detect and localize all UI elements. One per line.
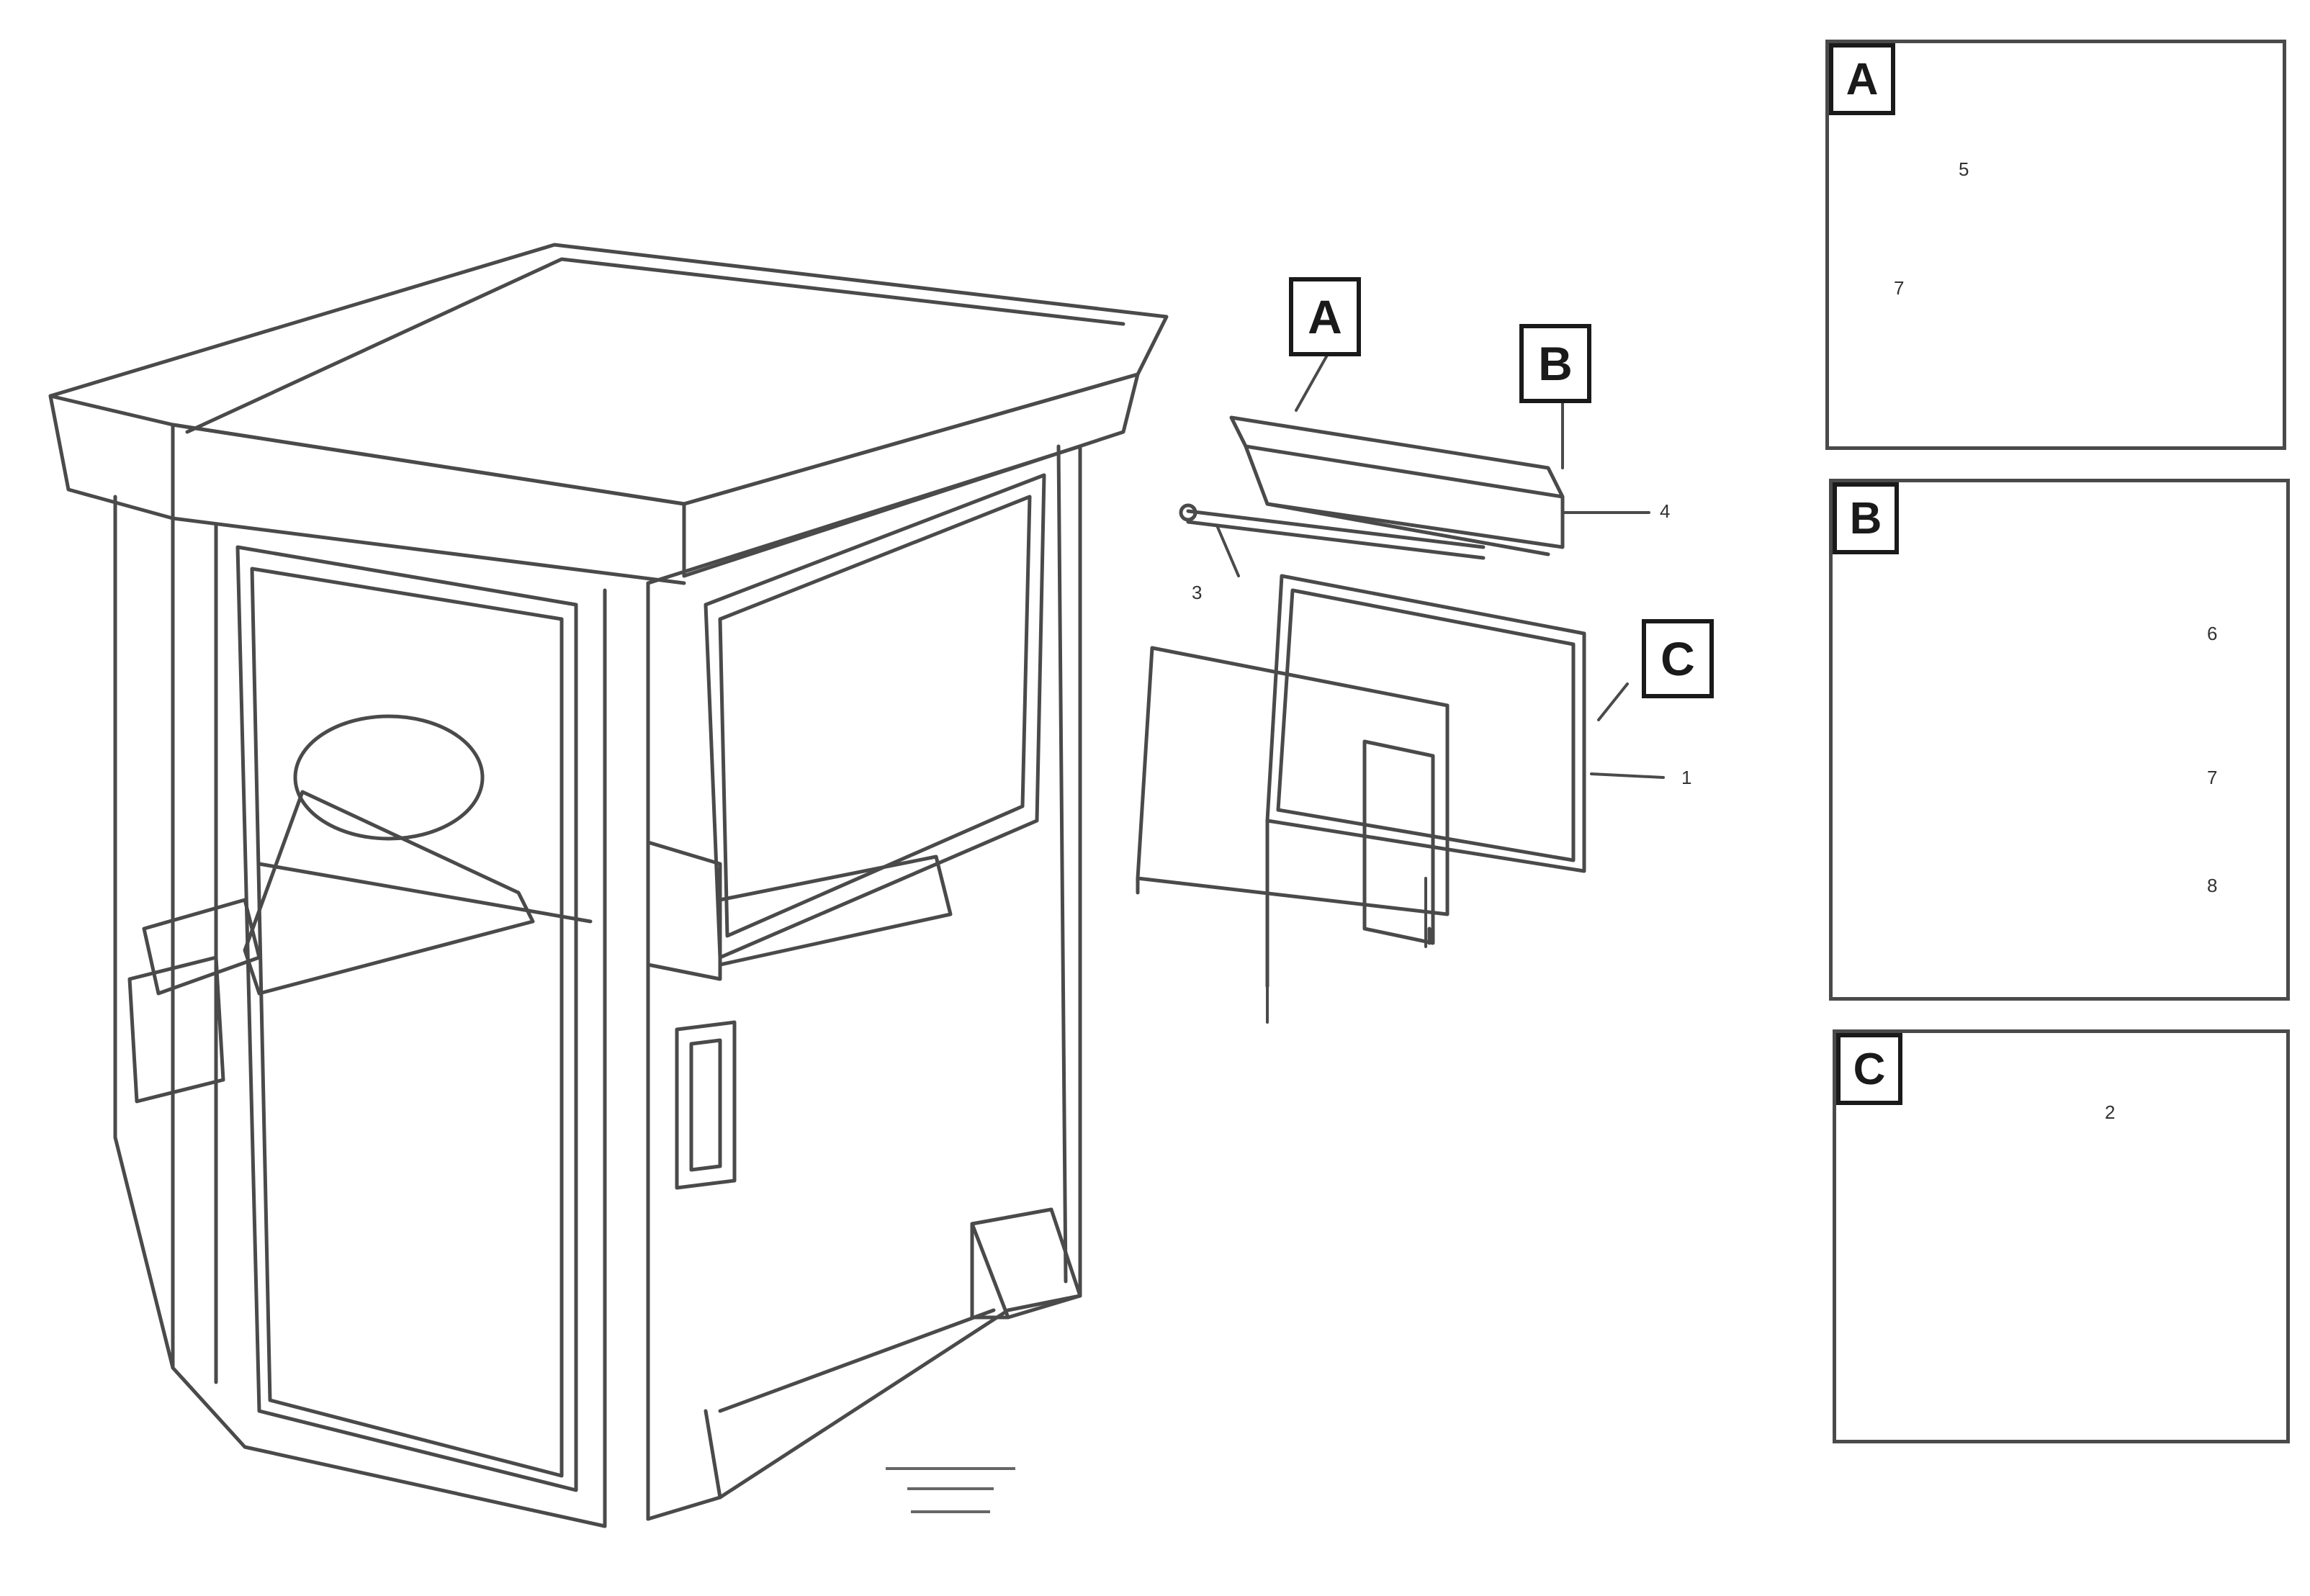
cab-roof [48,243,1169,585]
part-number: 6 [2207,623,2218,644]
detail-panel-letter: C [1836,1033,1902,1105]
part-number-4: 4 [1660,500,1671,522]
callout-b: B [1519,324,1591,403]
part-number: 2 [2105,1101,2116,1123]
part-number: 7 [2207,767,2218,788]
detail-panel-a: A 5 7 [1825,40,2286,450]
callout-c: C [1642,619,1714,698]
part-number-1: 1 [1681,767,1692,788]
detail-panel-c: C 2 [1833,1029,2290,1443]
cab-body [113,444,1082,1528]
detail-panel-letter: A [1829,43,1895,115]
detail-panel-b: B 6 7 8 [1829,479,2290,1001]
part-number: 7 [1894,277,1905,299]
visor-rail [1229,415,1565,556]
visor-rod [1179,503,1486,560]
callout-a: A [1289,277,1361,356]
part-number-3: 3 [1192,582,1203,603]
drawing-reference [882,1461,1026,1526]
part-number: 8 [2207,875,2218,896]
visor-panels [1136,574,1586,988]
detail-panel-letter: B [1833,482,1899,554]
part-number: 5 [1959,158,1969,180]
